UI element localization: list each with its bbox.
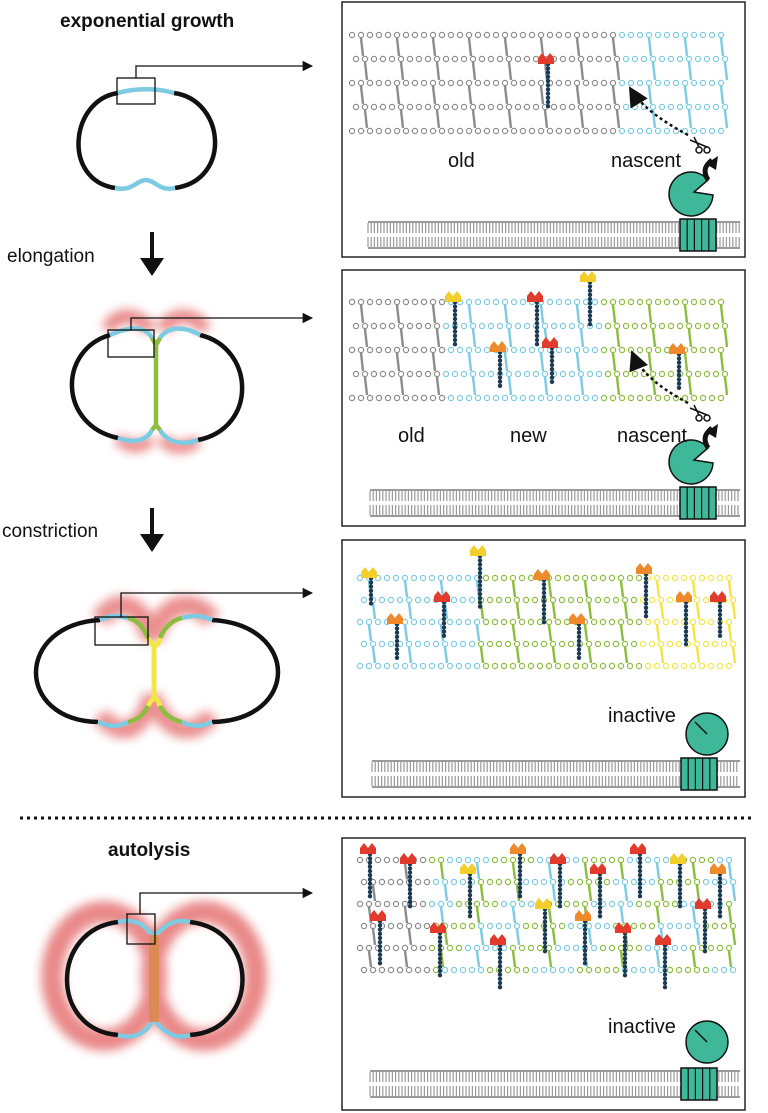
zoom-box xyxy=(126,913,156,945)
cell-membranes xyxy=(367,221,740,1098)
cell-autolysis xyxy=(41,887,314,1051)
arrow-down-icon xyxy=(140,508,164,552)
exponential-growth-title: exponential growth xyxy=(60,11,234,32)
scissors-icon xyxy=(689,404,711,422)
peptidoglycan-mesh xyxy=(356,856,737,974)
enzyme-icon xyxy=(685,1020,729,1064)
elongation-label: elongation xyxy=(7,246,95,267)
cell-exponential xyxy=(76,60,314,192)
constriction-label: constriction xyxy=(2,521,98,542)
peptidoglycan-mesh xyxy=(348,31,729,135)
label-nascent: nascent xyxy=(611,150,681,172)
enzyme-icon xyxy=(668,171,714,217)
wall-stalks xyxy=(360,53,726,990)
autolysis-title: autolysis xyxy=(108,840,190,861)
enzyme-icon xyxy=(685,712,729,756)
cell-elongation xyxy=(69,309,314,454)
label-nascent: nascent xyxy=(617,425,687,447)
label-inactive: inactive xyxy=(608,705,676,727)
label-inactive: inactive xyxy=(608,1016,676,1038)
label-new: new xyxy=(510,425,547,447)
label-old: old xyxy=(448,150,475,172)
scissors-icon xyxy=(689,136,711,154)
membrane-protein-icon xyxy=(679,218,718,1101)
arrow-down-icon xyxy=(140,232,164,276)
peptidoglycan-mesh xyxy=(348,298,729,402)
cell-constriction xyxy=(33,587,314,739)
enzyme-icon xyxy=(668,439,714,485)
label-old: old xyxy=(398,425,425,447)
